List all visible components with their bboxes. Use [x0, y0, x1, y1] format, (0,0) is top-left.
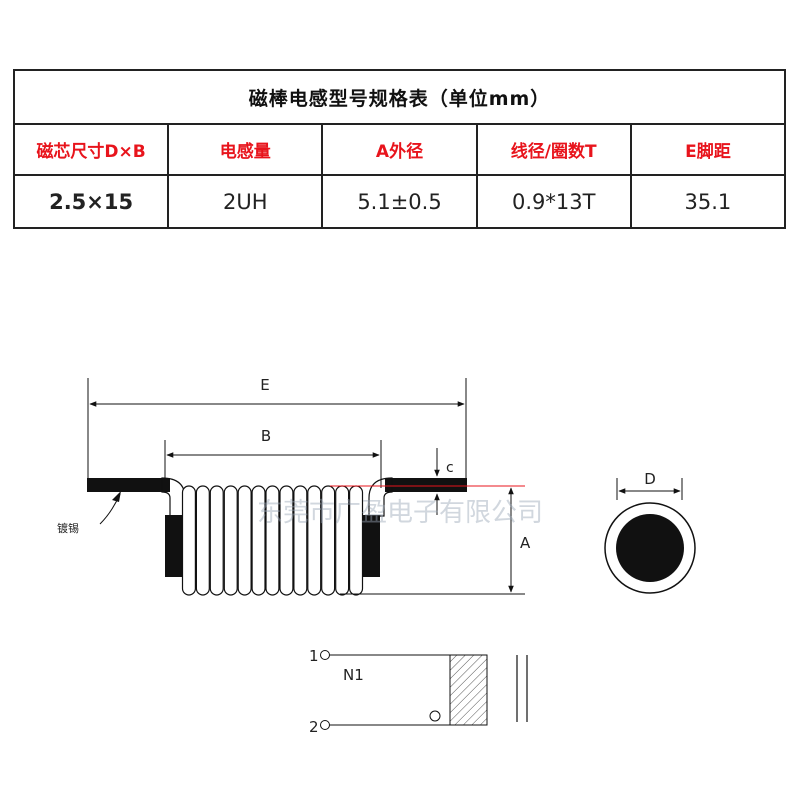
table-header-row: 磁芯尺寸D×B 电感量 A外径 线径/圈数T E脚距 [15, 125, 784, 176]
right-tin-end [363, 515, 380, 577]
value-inductance: 2UH [169, 176, 324, 227]
end-view-core [616, 514, 684, 582]
dimension-c: c [434, 448, 454, 515]
dot-marker [429, 710, 441, 722]
coil-turn [195, 485, 210, 596]
coil-turn [237, 485, 252, 596]
pin-2-terminal [320, 720, 330, 730]
coil-turn [181, 485, 196, 596]
label-b: B [261, 427, 271, 445]
coil-turn [209, 485, 224, 596]
value-core-size: 2.5×15 [15, 176, 170, 227]
value-wire-turns: 0.9*13T [478, 176, 632, 227]
header-pin-pitch: E脚距 [685, 142, 731, 162]
coil-turn [279, 485, 294, 596]
pin-1-terminal [320, 650, 330, 660]
end-view: D [604, 470, 696, 594]
coil-turn [251, 485, 266, 596]
label-d: D [644, 470, 656, 488]
right-bend [368, 477, 393, 517]
coil-turn [223, 485, 238, 596]
left-tin-end [165, 515, 182, 577]
header-inductance: 电感量 [169, 125, 324, 174]
coil-windings [181, 485, 364, 596]
value-pin-pitch: 35.1 [684, 189, 732, 214]
label-c: c [446, 460, 454, 476]
winding-label: N1 [343, 666, 364, 684]
dimension-a: A [508, 487, 531, 593]
dimension-b: B [164, 427, 382, 488]
left-lead [87, 478, 170, 492]
header-wire-turns: 线径/圈数T [478, 125, 632, 174]
plating-callout: 镀锡 [57, 491, 121, 535]
coil-turn [265, 485, 280, 596]
watermark: 东莞市广盈电子有限公司 [257, 498, 543, 528]
coil-turn [321, 485, 336, 596]
winding-block [449, 654, 488, 726]
header-core-size: 磁芯尺寸D×B [15, 125, 170, 174]
table-title: 磁棒电感型号规格表（单位mm） [15, 71, 784, 125]
dimension-e: E [87, 376, 467, 492]
label-plating: 镀锡 [57, 521, 79, 535]
value-outer-diameter: 5.1±0.5 [323, 176, 478, 227]
table-value-row: 2.5×15 2UH 5.1±0.5 0.9*13T 35.1 [15, 176, 784, 227]
spec-table: 磁棒电感型号规格表（单位mm） 磁芯尺寸D×B 电感量 A外径 线径/圈数T E… [13, 69, 786, 229]
label-a: A [520, 534, 531, 552]
schematic: 1 N1 2 [309, 647, 528, 736]
label-e: E [260, 376, 269, 394]
header-outer-diameter: A外径 [323, 125, 478, 174]
pin-2-label: 2 [309, 718, 319, 736]
pin-1-label: 1 [309, 647, 319, 665]
coil-turn [307, 485, 322, 596]
coil-turn [293, 485, 308, 596]
right-lead [385, 478, 467, 492]
